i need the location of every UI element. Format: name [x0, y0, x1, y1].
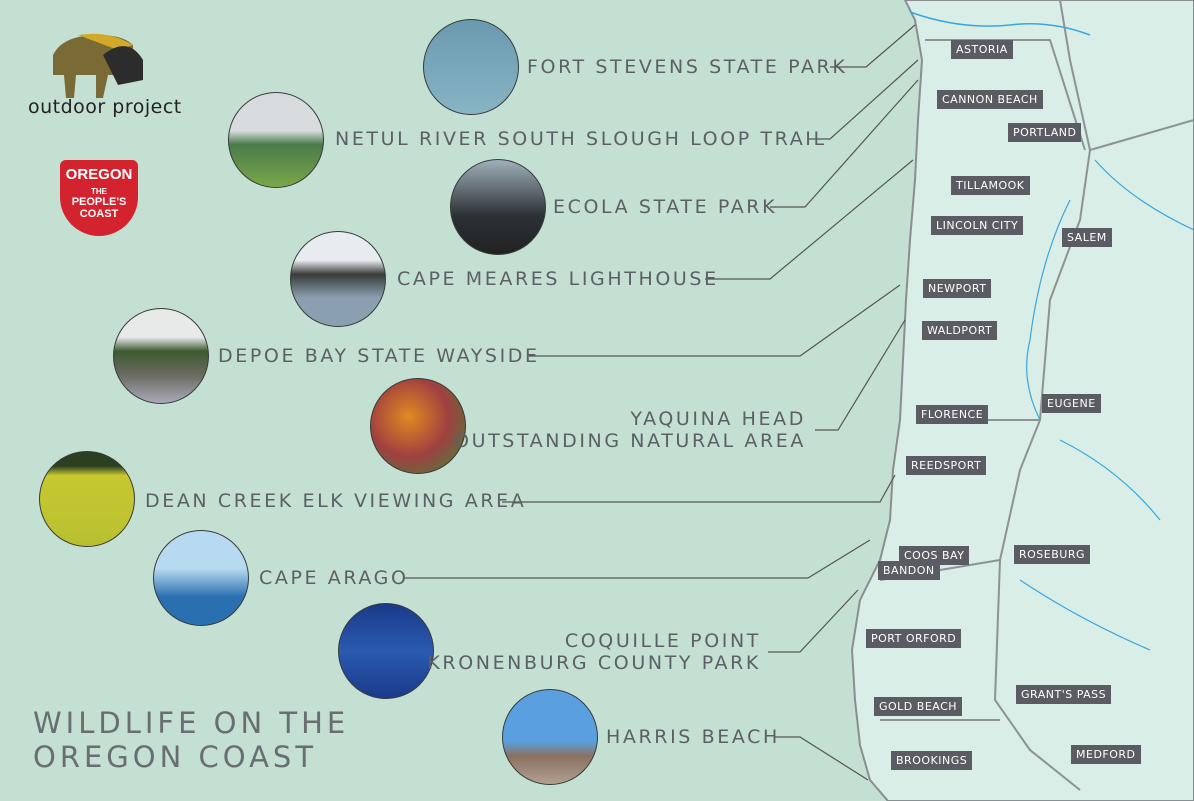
site-label-cape-meares: CAPE MEARES LIGHTHOUSE — [397, 268, 719, 290]
city-gold-beach: GOLD BEACH — [874, 697, 963, 716]
photo-dean-creek — [39, 451, 135, 547]
yaquina-line1: YAQUINA HEAD — [630, 408, 806, 430]
rivers — [1019, 159, 1194, 651]
title-line2: OREGON COAST — [33, 740, 318, 774]
title-line1: WILDLIFE ON THE — [33, 706, 350, 740]
land-area — [850, 0, 1194, 801]
photo-harris-beach — [502, 689, 598, 785]
city-florence: FLORENCE — [916, 405, 989, 424]
city-astoria: ASTORIA — [951, 40, 1013, 59]
site-label-ecola: ECOLA STATE PARK — [553, 196, 778, 218]
city-portland: PORTLAND — [1008, 123, 1082, 142]
outdoor-project-logo: outdoor project — [28, 96, 182, 118]
photo-fort-stevens — [423, 19, 519, 115]
city-tillamook: TILLAMOOK — [951, 176, 1030, 195]
coquille-line2: KRONENBURG COUNTY PARK — [427, 652, 761, 674]
site-label-coquille-point: COQUILLE POINT KRONENBURG COUNTY PARK — [427, 630, 761, 674]
site-label-depoe-bay: DEPOE BAY STATE WAYSIDE — [218, 345, 540, 367]
photo-yaquina-head — [370, 378, 466, 474]
city-roseburg: ROSEBURG — [1014, 545, 1090, 564]
city-reedsport: REEDSPORT — [906, 456, 987, 475]
photo-depoe-bay — [113, 308, 209, 404]
site-label-fort-stevens: FORT STEVENS STATE PARK — [527, 56, 848, 78]
city-port-orford: PORT ORFORD — [866, 629, 962, 648]
city-bandon: BANDON — [878, 561, 940, 580]
city-waldport: WALDPORT — [922, 321, 998, 340]
yaquina-line2: OUTSTANDING NATURAL AREA — [454, 430, 806, 452]
site-label-netul-river: NETUL RIVER SOUTH SLOUGH LOOP TRAIL — [335, 128, 827, 150]
site-label-yaquina-head: YAQUINA HEAD OUTSTANDING NATURAL AREA — [454, 408, 806, 452]
city-grants-pass: GRANT'S PASS — [1016, 685, 1112, 704]
city-salem: SALEM — [1062, 228, 1112, 247]
badge-the: THE — [91, 187, 107, 196]
badge-coast: COAST — [79, 208, 119, 220]
site-label-cape-arago: CAPE ARAGO — [259, 567, 409, 589]
site-label-dean-creek: DEAN CREEK ELK VIEWING AREA — [145, 490, 527, 512]
city-newport: NEWPORT — [923, 279, 992, 298]
badge-oregon: OREGON — [65, 166, 133, 183]
city-medford: MEDFORD — [1071, 745, 1141, 764]
city-brookings: BROOKINGS — [891, 751, 973, 770]
oregon-peoples-coast-badge: OREGON THE PEOPLE'S COAST — [60, 160, 138, 236]
site-label-harris-beach: HARRIS BEACH — [606, 726, 780, 748]
city-eugene: EUGENE — [1042, 394, 1101, 413]
page-title: WILDLIFE ON THE OREGON COAST — [33, 706, 349, 774]
photo-cape-meares — [290, 231, 386, 327]
coquille-line1: COQUILLE POINT — [564, 630, 761, 652]
leader-lines — [404, 24, 919, 781]
city-lincoln-city: LINCOLN CITY — [931, 216, 1024, 235]
photo-netul-river — [228, 92, 324, 188]
city-cannon-beach: CANNON BEACH — [937, 90, 1043, 109]
photo-cape-arago — [153, 530, 249, 626]
photo-ecola — [450, 159, 546, 255]
city-coos-bay: COOS BAY — [899, 546, 970, 565]
badge-peoples: PEOPLE'S — [71, 196, 127, 208]
photo-coquille-point — [338, 603, 434, 699]
bison-logo-icon — [53, 33, 143, 98]
